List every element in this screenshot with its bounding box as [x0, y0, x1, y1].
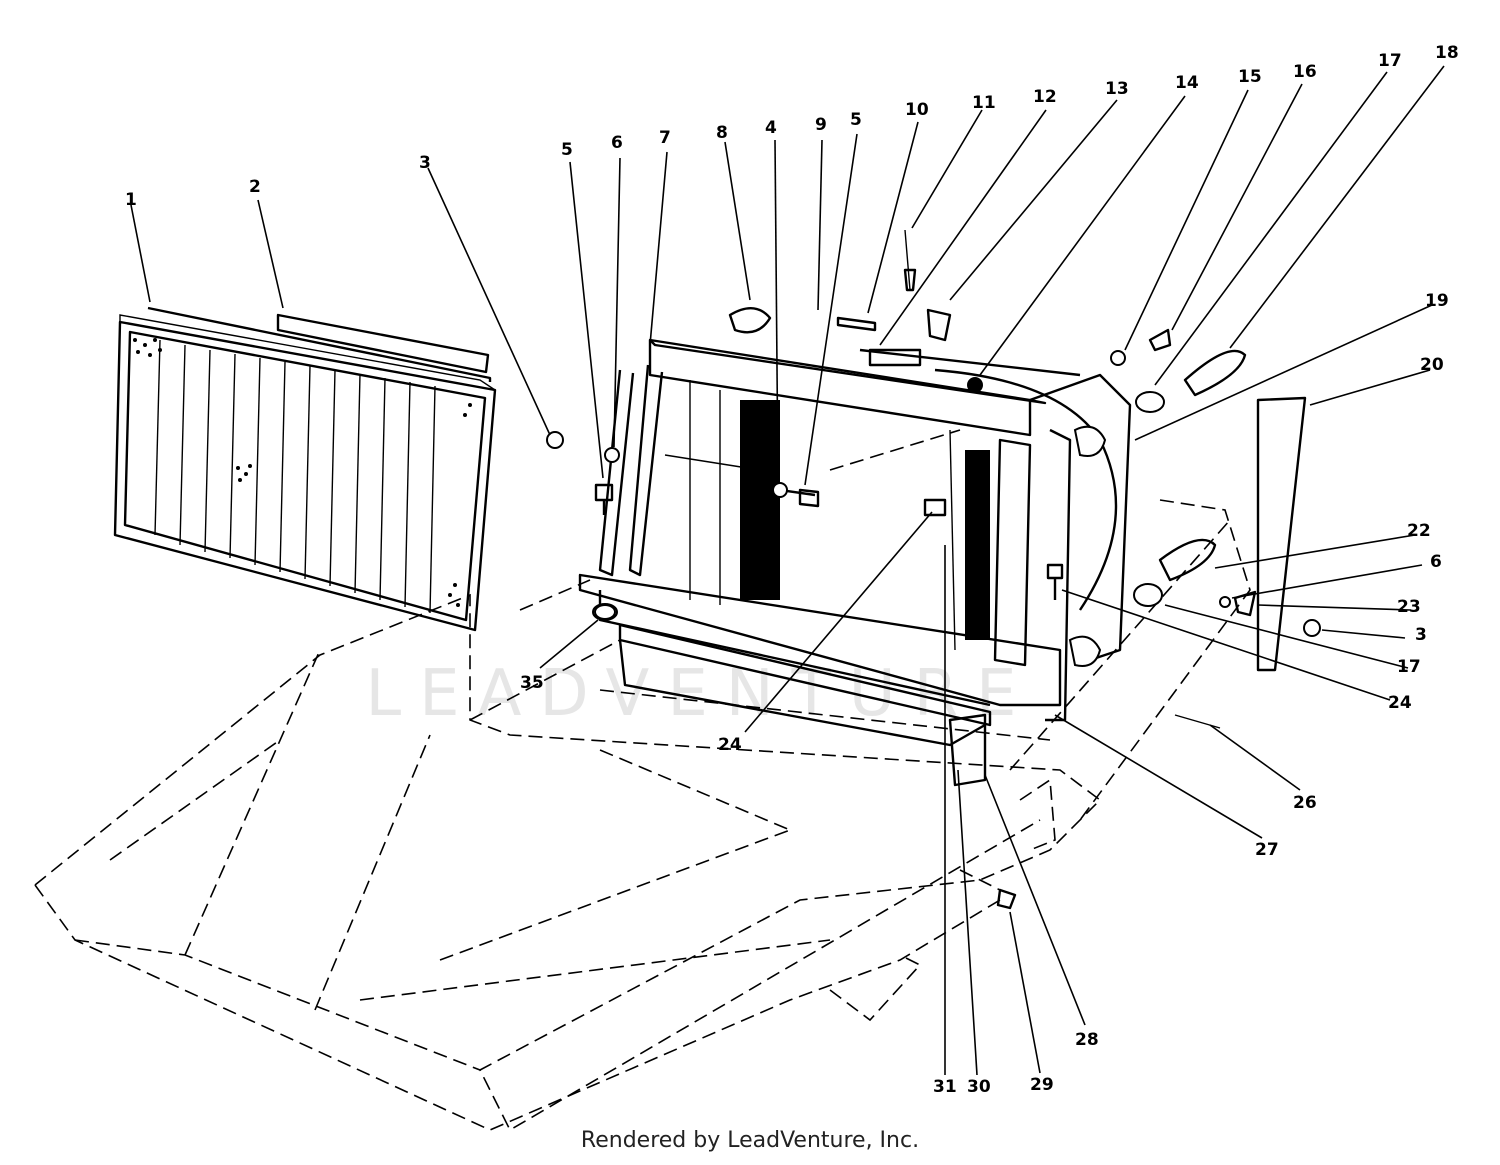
- front-grille-screen: [113, 306, 497, 632]
- credit-text: Rendered by LeadVenture, Inc.: [580, 1128, 920, 1153]
- callout-2: 2: [249, 177, 261, 197]
- callout-1: 1: [125, 190, 137, 210]
- callout-17b: 17: [1397, 657, 1421, 677]
- callout-3b: 3: [1415, 625, 1427, 645]
- callout-30: 30: [967, 1077, 991, 1097]
- callout-11: 11: [972, 93, 996, 113]
- callout-16: 16: [1293, 62, 1317, 82]
- callout-26: 26: [1293, 793, 1317, 813]
- callout-8: 8: [716, 123, 728, 143]
- callout-31: 31: [933, 1077, 957, 1097]
- seal-strip: [276, 313, 490, 374]
- callout-35: 35: [520, 673, 544, 693]
- callout-labels: 1 2 3 5 6 7 8 4 9 5 10 11 12 13 14 15 16…: [125, 43, 1459, 1097]
- callout-5: 5: [561, 140, 573, 160]
- callout-24b: 24: [718, 735, 742, 755]
- callout-28: 28: [1075, 1030, 1099, 1050]
- callout-27: 27: [1255, 840, 1279, 860]
- bottom-bracket: [618, 623, 992, 787]
- callout-13: 13: [1105, 79, 1129, 99]
- callout-7: 7: [659, 128, 671, 148]
- radiator-frame: [578, 338, 1132, 722]
- chassis-frame: [34, 429, 1251, 1132]
- callout-22: 22: [1407, 521, 1431, 541]
- callout-3: 3: [419, 153, 431, 173]
- callout-17: 17: [1378, 51, 1402, 71]
- leader-lines: [130, 65, 1445, 1076]
- callout-9: 9: [815, 115, 827, 135]
- callout-15: 15: [1238, 67, 1262, 87]
- callout-6: 6: [611, 133, 623, 153]
- callout-20: 20: [1420, 355, 1444, 375]
- callout-19: 19: [1425, 291, 1449, 311]
- callout-24: 24: [1388, 693, 1412, 713]
- callout-18: 18: [1435, 43, 1459, 63]
- callout-14: 14: [1175, 73, 1199, 93]
- callout-23: 23: [1397, 597, 1421, 617]
- callout-10: 10: [905, 100, 929, 120]
- hardware: [546, 229, 1321, 910]
- callout-6b: 6: [1430, 552, 1442, 572]
- callout-12: 12: [1033, 87, 1057, 107]
- callout-4: 4: [765, 118, 777, 138]
- callout-29: 29: [1030, 1075, 1054, 1095]
- callout-5b: 5: [850, 110, 862, 130]
